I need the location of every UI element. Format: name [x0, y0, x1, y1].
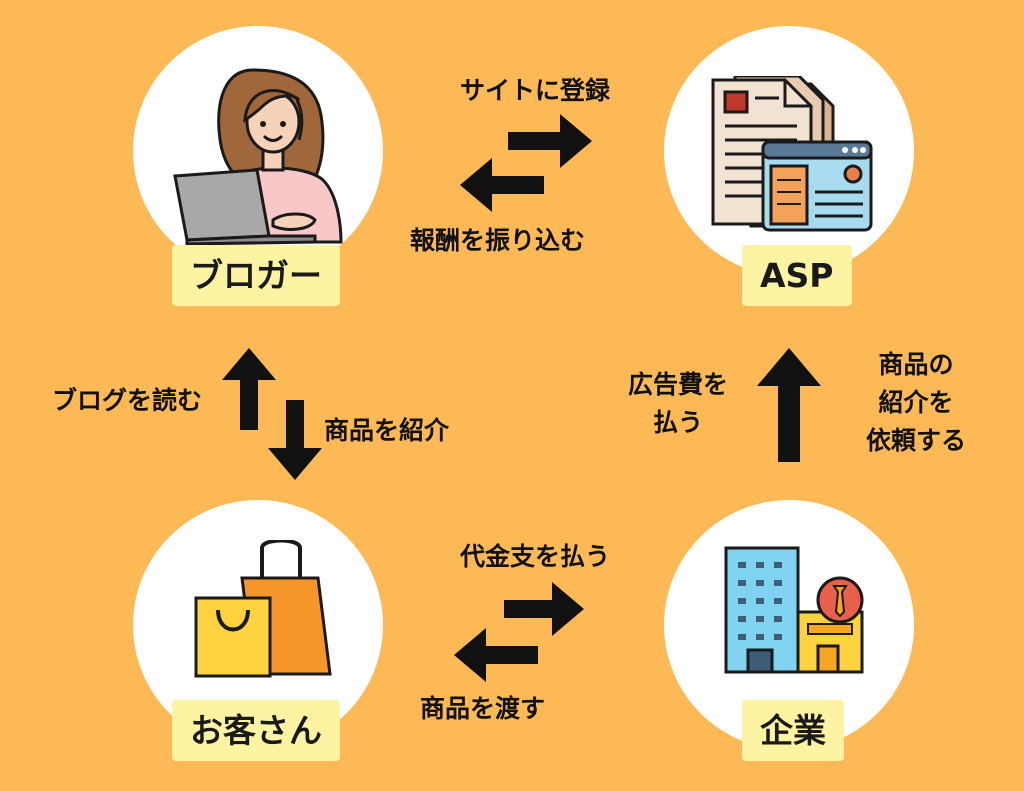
documents-browser-icon [711, 76, 873, 232]
arrow-company-to-asp [757, 348, 821, 462]
company-label: 企業 [742, 700, 844, 761]
arrow-customer-to-blogger [222, 348, 276, 430]
edge-label-read-blog: ブログを読む [52, 386, 203, 415]
edge-label-pay-ad-fee-line1: 広告費を [627, 370, 728, 399]
edge-label-pay-ad-fee-line2: 払う [652, 408, 703, 437]
edge-label-pay-price: 代金支を払う [460, 542, 611, 571]
office-building-icon [724, 546, 864, 674]
arrow-blogger-to-customer [268, 400, 322, 480]
arrow-customer-to-company [504, 582, 584, 636]
edge-label-register-site: サイトに登録 [460, 76, 611, 105]
edge-label-pay-reward: 報酬を振り込む [410, 226, 586, 255]
arrow-asp-to-blogger [460, 158, 544, 212]
edge-label-introduce-product: 商品を紹介 [324, 416, 450, 445]
asp-label: ASP [742, 245, 852, 306]
edge-label-request-introduction: 商品の 紹介を 依頼する [846, 346, 986, 460]
edge-label-request-line1: 商品の [878, 350, 954, 379]
blogger-label: ブロガー [172, 245, 340, 306]
customer-label: お客さん [172, 700, 340, 761]
edge-label-deliver-product: 商品を渡す [420, 694, 546, 723]
edge-label-pay-ad-fee: 広告費を 払う [608, 366, 748, 442]
arrow-company-to-customer [454, 628, 538, 682]
edge-label-request-line3: 依頼する [865, 426, 966, 455]
arrow-blogger-to-asp [508, 114, 592, 168]
shopping-bags-icon [194, 540, 332, 678]
woman-laptop-icon [173, 68, 343, 245]
edge-label-request-line2: 紹介を [878, 388, 954, 417]
